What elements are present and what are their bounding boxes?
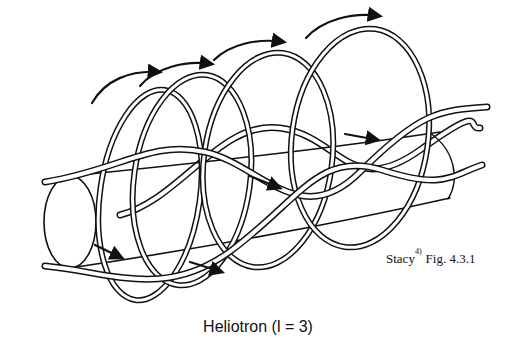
source-author: Stacy	[386, 251, 415, 267]
figure-title-text: Heliotron (l = 3)	[203, 318, 313, 335]
source-author-text: Stacy	[386, 251, 415, 266]
figure-number-text: Fig. 4.3.1	[426, 251, 476, 266]
reference-number: 4)	[415, 247, 422, 256]
reference-number-text: 4)	[415, 247, 422, 256]
figure-number: Fig. 4.3.1	[426, 251, 476, 267]
figure-title: Heliotron (l = 3)	[203, 318, 313, 336]
